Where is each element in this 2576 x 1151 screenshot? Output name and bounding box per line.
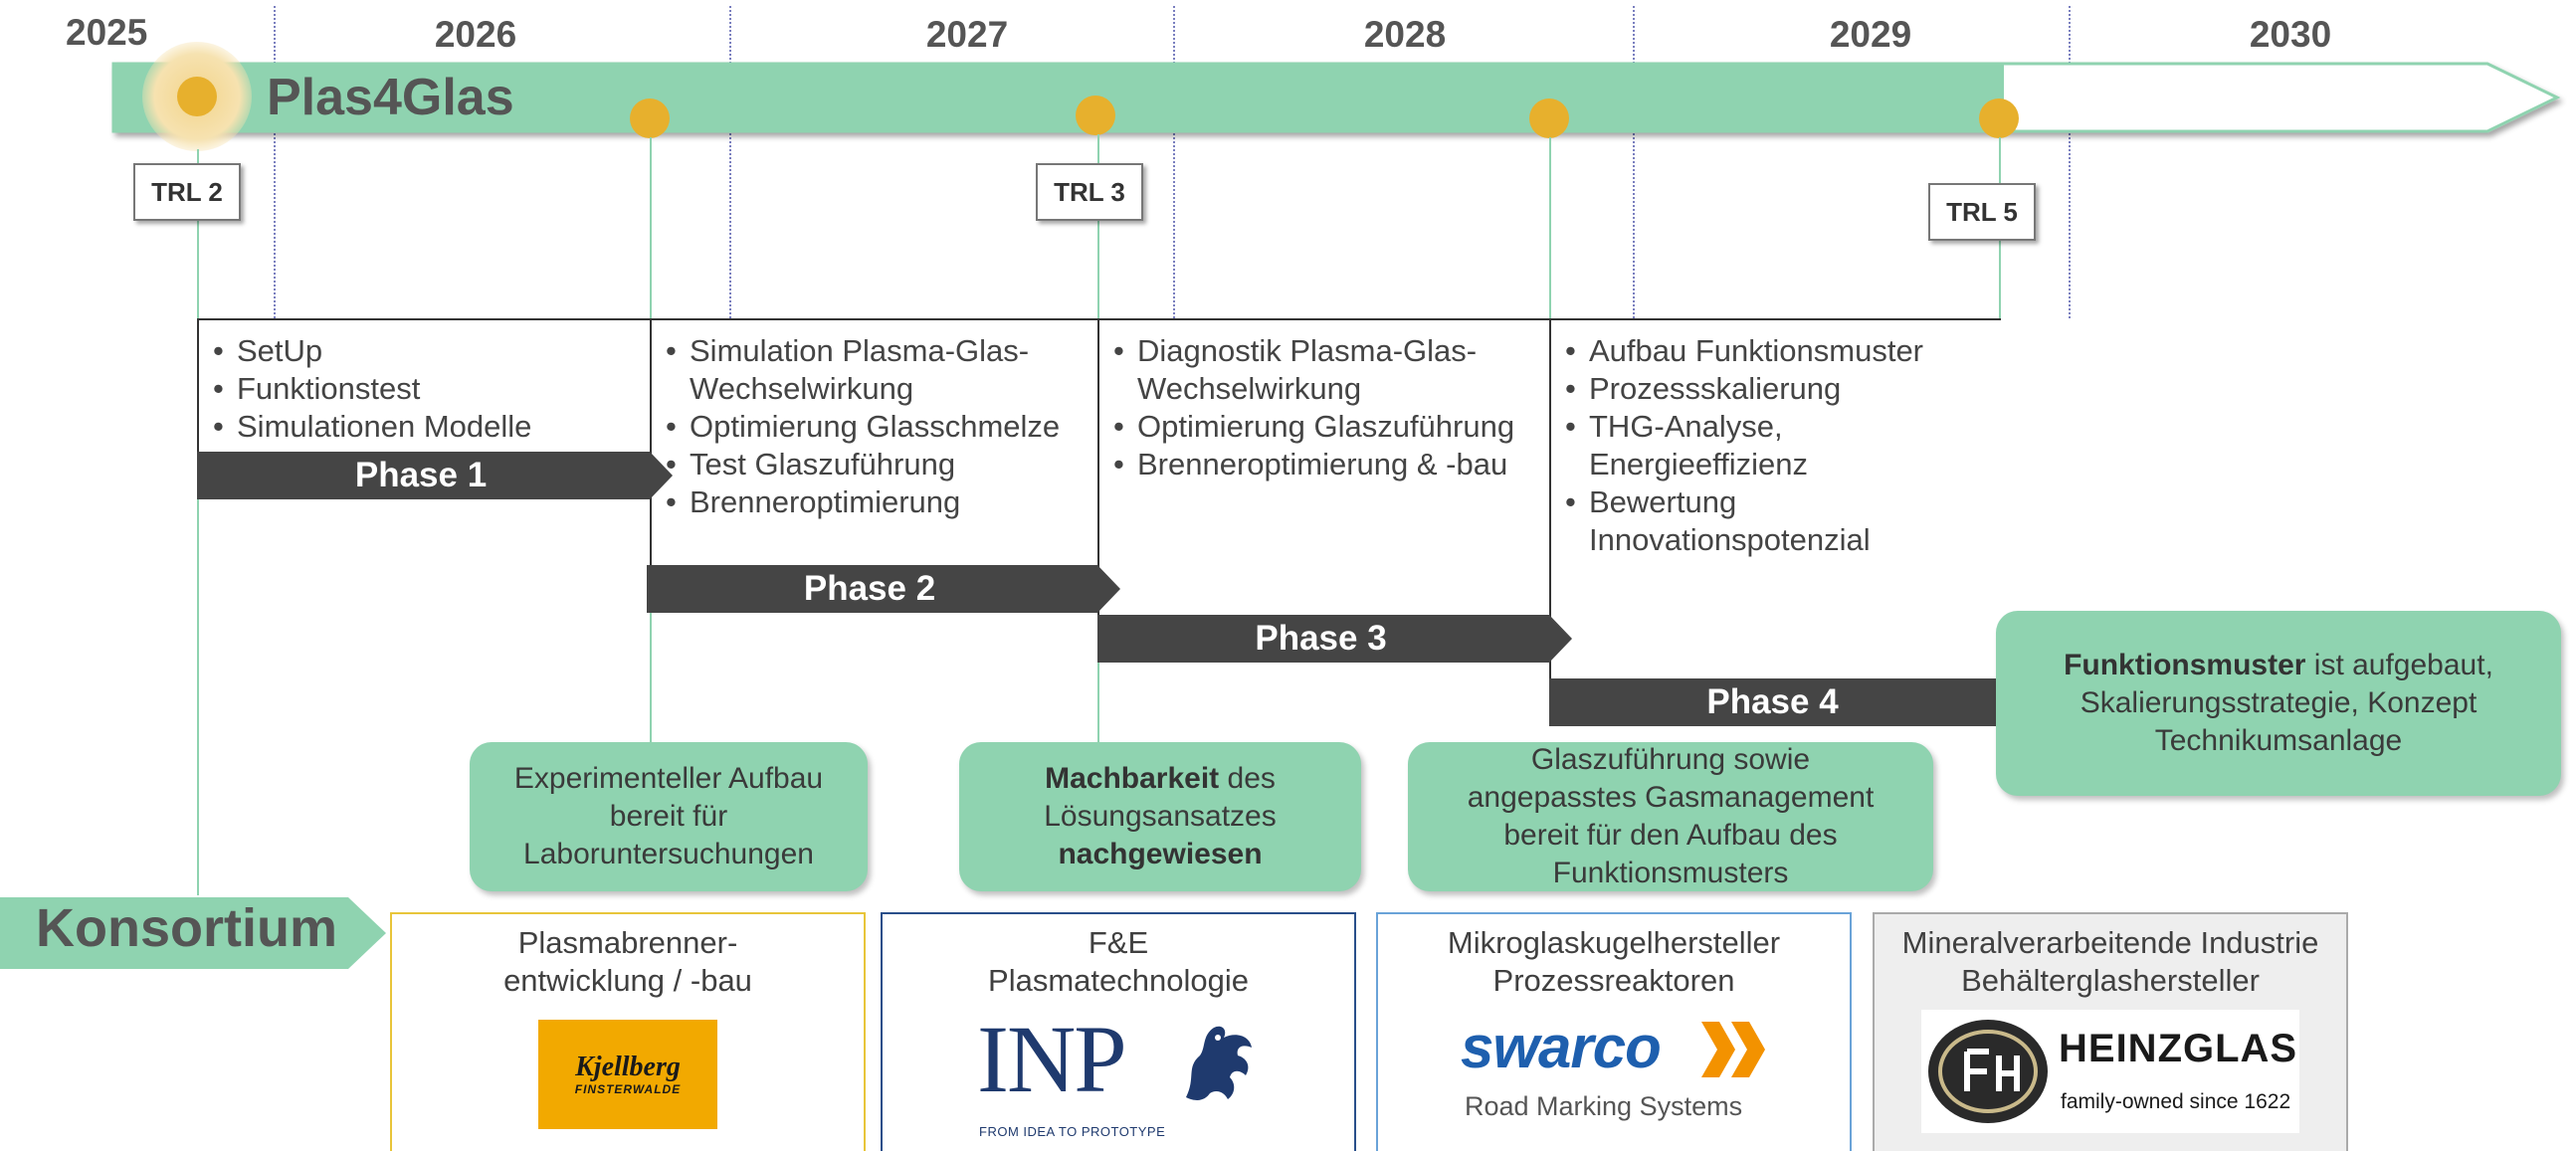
- phase-2-item: Brenneroptimierung: [652, 483, 1070, 521]
- phase-2-item: Test Glaszuführung: [652, 446, 1070, 483]
- milestone-2-bold-2: nachgewiesen: [1058, 838, 1263, 870]
- milestone-4-bubble: Funktionsmuster ist aufgebaut, Skalierun…: [1996, 611, 2561, 796]
- phase-1-item: SetUp: [199, 332, 652, 370]
- year-label-2027: 2027: [925, 14, 1009, 55]
- phase-4-arrow: Phase 4: [1549, 678, 2024, 726]
- phase-4-item: Prozessskalierung: [1551, 370, 1969, 408]
- year-label-2030: 2030: [2249, 14, 2332, 55]
- milestone-2-text-1: des Lösungsansatzes: [1044, 762, 1277, 833]
- milestone-4-bold: Funktionsmuster: [2064, 649, 2306, 681]
- milestone-dot-3: [1529, 98, 1569, 138]
- phase-1-box: SetUp Funktionstest Simulationen Modelle: [197, 318, 652, 454]
- heinzglas-logo-name: HEINZGLAS: [2059, 1027, 2298, 1070]
- milestone-1-text: Experimenteller Aufbau bereit für Laboru…: [513, 762, 824, 870]
- phase-2-item: Optimierung Glasschmelze: [652, 408, 1070, 446]
- year-label-2026: 2026: [434, 14, 517, 55]
- phase-2-box: Simulation Plasma-Glas-Wechselwirkung Op…: [650, 318, 1099, 567]
- partner-4-role-line-1: Mineralverarbeitende Industrie: [1901, 925, 2319, 960]
- phase-4-item: THG-Analyse, Energieeffizienz: [1551, 408, 1969, 483]
- year-label-2029: 2029: [1829, 14, 1912, 55]
- partner-3-role-line-1: Mikroglaskugelhersteller: [1447, 925, 1781, 960]
- partner-swarco-box: Mikroglaskugelhersteller Prozessreaktore…: [1376, 912, 1852, 1151]
- project-title: Plas4Glas: [267, 69, 514, 126]
- milestone-4-rest: ist aufgebaut, Skalierungsstrategie, Kon…: [2080, 649, 2493, 757]
- swarco-chevron-icon: [1701, 1022, 1765, 1077]
- year-guide-line: [1633, 6, 1635, 318]
- konsortium-title: Konsortium: [36, 898, 337, 958]
- milestone-dot-1: [630, 98, 670, 138]
- griffin-icon: [1186, 1026, 1252, 1100]
- inp-logo-sub: FROM IDEA TO PROTOTYPE: [979, 1124, 1166, 1139]
- partner-2-role-line-1: F&E: [1088, 925, 1149, 960]
- partner-heinzglas-box: Mineralverarbeitende Industrie Behälterg…: [1873, 912, 2348, 1151]
- phase-2-label: Phase 2: [803, 569, 936, 608]
- phase-3-label: Phase 3: [1255, 619, 1387, 658]
- milestone-dot-2: [1076, 96, 1115, 135]
- milestone-2-bubble: Machbarkeit des Lösungsansatzes nachgewie…: [959, 742, 1361, 891]
- year-guide-line: [1173, 6, 1175, 318]
- trl-badge-5: TRL 5: [1928, 183, 2036, 241]
- year-guide-line: [2069, 6, 2071, 318]
- konsortium-arrow: [0, 897, 386, 969]
- swarco-logo: swarco Road Marking Systems: [1455, 1016, 1773, 1125]
- phase-3-arrow: Phase 3: [1097, 615, 1572, 663]
- phase-1-arrow: Phase 1: [197, 452, 673, 499]
- start-milestone-dot: [177, 77, 217, 116]
- phase-4-label: Phase 4: [1706, 682, 1839, 721]
- phase-4-item: Bewertung Innovationspotenzial: [1551, 483, 1969, 559]
- milestone-4-text: Funktionsmuster ist aufgebaut, Skalierun…: [2036, 647, 2521, 760]
- swarco-logo-sub: Road Marking Systems: [1465, 1091, 1743, 1121]
- partner-1-role-line-2: entwicklung / -bau: [503, 963, 752, 998]
- phase-4-box: Aufbau Funktionsmuster Prozessskalierung…: [1549, 318, 2001, 680]
- phase-3-item: Optimierung Glaszuführung: [1099, 408, 1517, 446]
- inp-logo-name: INP: [977, 1006, 1127, 1112]
- partner-4-role-line-2: Behälterglashersteller: [1961, 963, 2260, 998]
- kjellberg-logo-sub: FINSTERWALDE: [574, 1082, 682, 1096]
- year-guide-line: [729, 6, 731, 318]
- kjellberg-logo: Kjellberg FINSTERWALDE: [538, 1020, 717, 1129]
- year-label-2025: 2025: [66, 12, 148, 53]
- inp-logo: INP FROM IDEA TO PROTOTYPE: [969, 1006, 1268, 1139]
- partner-inp-box: F&E Plasmatechnologie INP FROM IDEA TO P…: [881, 912, 1356, 1151]
- partner-1-role-line-1: Plasmabrenner-: [517, 925, 738, 960]
- phase-1-item: Simulationen Modelle: [199, 408, 652, 446]
- trl-badge-2: TRL 2: [133, 163, 241, 221]
- kjellberg-logo-name: Kjellberg: [575, 1052, 681, 1082]
- timeline-arrow: [111, 62, 2561, 133]
- heinzglas-logo-sub: family-owned since 1622: [2061, 1090, 2291, 1113]
- trl-badge-3: TRL 3: [1036, 163, 1143, 221]
- milestone-3-bubble: Glaszuführung sowie angepasstes Gasmanag…: [1408, 742, 1933, 891]
- partner-kjellberg-box: Plasmabrenner- entwicklung / -bau Kjellb…: [390, 912, 866, 1151]
- phase-1-item: Funktionstest: [199, 370, 652, 408]
- heinzglas-logo: HEINZGLAS family-owned since 1622: [1921, 1010, 2299, 1133]
- milestone-2-text: Machbarkeit des Lösungsansatzes nachgewie…: [977, 760, 1343, 873]
- phase-2-item: Simulation Plasma-Glas-Wechselwirkung: [652, 332, 1070, 408]
- milestone-dot-4: [1979, 98, 2019, 138]
- phase-3-box: Diagnostik Plasma-Glas-Wechselwirkung Op…: [1097, 318, 1551, 617]
- connector-line: [197, 149, 199, 895]
- phase-3-item: Brenneroptimierung & -bau: [1099, 446, 1517, 483]
- year-guide-line: [274, 6, 276, 318]
- milestone-3-text: Glaszuführung sowie angepasstes Gasmanag…: [1467, 743, 1875, 889]
- milestone-1-bubble: Experimenteller Aufbau bereit für Laboru…: [470, 742, 868, 891]
- partner-3-role-line-2: Prozessreaktoren: [1492, 963, 1735, 998]
- phase-4-item: Aufbau Funktionsmuster: [1551, 332, 1969, 370]
- partner-2-role-line-2: Plasmatechnologie: [988, 963, 1249, 998]
- phase-3-item: Diagnostik Plasma-Glas-Wechselwirkung: [1099, 332, 1517, 408]
- swarco-logo-name: swarco: [1461, 1014, 1662, 1080]
- year-label-2028: 2028: [1363, 14, 1447, 55]
- milestone-2-bold-1: Machbarkeit: [1045, 762, 1220, 795]
- phase-2-arrow: Phase 2: [647, 565, 1120, 613]
- heinzglas-emblem-icon: [1928, 1020, 2048, 1123]
- phase-1-label: Phase 1: [354, 456, 488, 494]
